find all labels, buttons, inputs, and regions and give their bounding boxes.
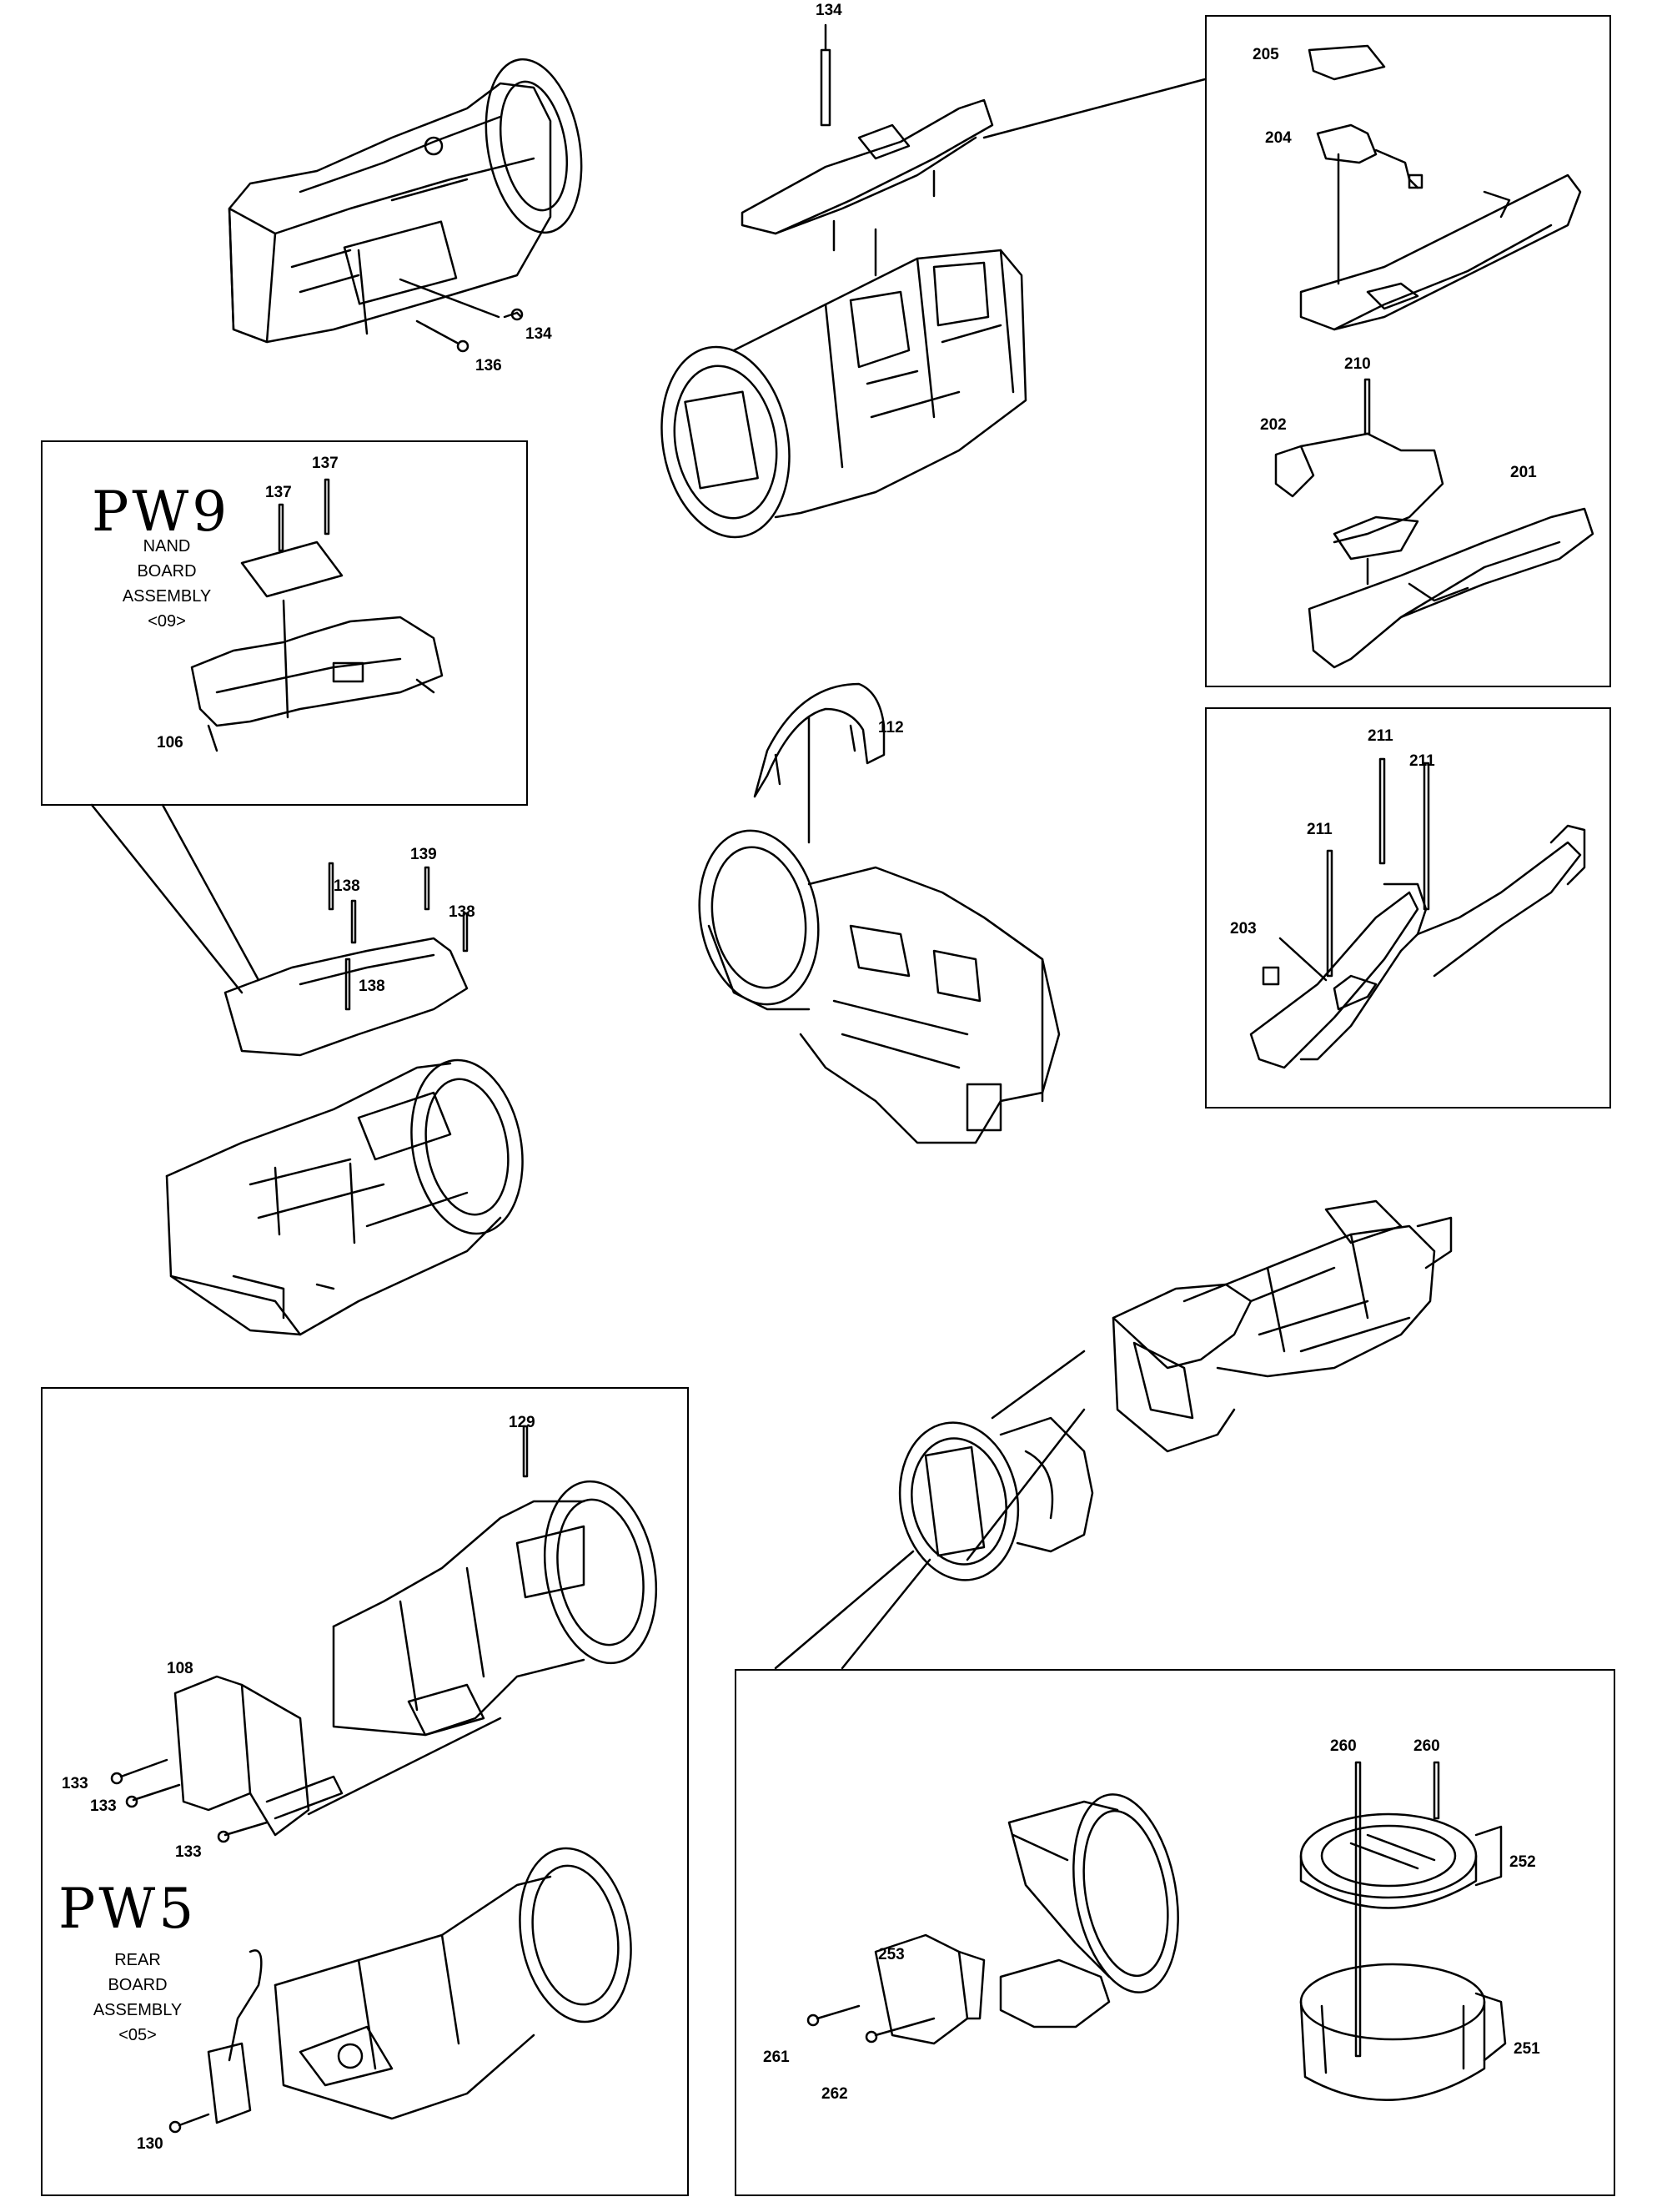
pw9-caption: NAND BOARD ASSEMBLY <09> [108,534,225,634]
part-label-260-b: 260 [1413,1737,1440,1755]
nand-board-detail [190,478,444,752]
detail-box-nand-board [41,440,528,806]
part-label-210: 210 [1344,355,1371,373]
part-label-204: 204 [1265,129,1292,147]
part-label-137-a: 137 [312,455,339,472]
part-label-130: 130 [137,2135,163,2153]
part-label-201: 201 [1510,464,1537,481]
pw5-caption-line2: BOARD [108,1976,168,1994]
part-label-211-b: 211 [1409,752,1435,770]
part-label-211-c: 211 [1307,821,1333,838]
part-label-205: 205 [1253,46,1279,63]
part-label-134: 134 [525,325,552,343]
part-label-202: 202 [1260,416,1287,434]
pw5-caption-line4: <05> [118,2026,157,2044]
pw9-caption-line4: <09> [148,612,186,631]
pw5-caption: REAR BOARD ASSEMBLY <05> [79,1948,196,2048]
pw5-caption-line3: ASSEMBLY [93,2001,183,2019]
pw5-handwritten-label: PW5 [58,1877,198,1941]
part-label-138-a: 138 [334,877,360,895]
part-label-138-b: 138 [449,903,475,921]
detail-box-side-cover [1205,707,1611,1109]
top-cover-assembly-center [741,23,994,252]
pw9-caption-line3: ASSEMBLY [122,587,212,606]
camera-body-center [698,829,1061,1144]
rear-board-detail [110,1425,658,2134]
camera-body-lower-right [898,1199,1453,1581]
part-label-134-top: 134 [816,2,842,19]
side-cover-detail [1249,757,1586,1069]
part-label-251: 251 [1514,2040,1540,2058]
part-label-136: 136 [475,357,502,375]
camera-body-mid-left [165,862,524,1336]
pw9-handwritten-label: PW9 [92,480,231,544]
leader-top-cover [982,78,1207,139]
part-label-260-a: 260 [1330,1737,1357,1755]
screw-marks [399,278,524,353]
part-label-211-a: 211 [1368,727,1393,745]
leader-nand-2 [161,803,260,982]
pw5-caption-line1: REAR [114,1951,161,1969]
pw9-caption-line2: BOARD [137,562,197,581]
part-label-139: 139 [410,846,437,863]
part-label-252: 252 [1509,1853,1536,1871]
detail-box-lens-ring [735,1669,1615,2196]
part-112-ring [753,682,886,798]
part-label-137-b: 137 [265,484,292,501]
part-label-261: 261 [763,2049,790,2066]
part-label-262: 262 [821,2085,848,2103]
leader-lens-2 [841,1558,931,1670]
detail-box-rear-board [41,1387,689,2196]
part-label-203: 203 [1230,920,1257,938]
part-label-129: 129 [509,1414,535,1431]
part-label-133-a: 133 [62,1775,88,1792]
part-label-133-b: 133 [90,1797,117,1815]
leader-lens-1 [774,1550,915,1670]
leader-nand-1 [90,803,244,994]
part-label-106: 106 [157,734,183,752]
part-label-108: 108 [167,1660,193,1677]
part-label-253: 253 [878,1946,905,1963]
pw9-caption-line1: NAND [143,537,191,556]
camera-body-top-left [228,58,583,344]
detail-box-top-cover [1205,15,1611,687]
top-cover-detail [1274,44,1594,669]
camera-body-center-top [660,228,1027,539]
part-label-138-c: 138 [359,978,385,995]
part-label-133-c: 133 [175,1843,202,1861]
lens-ring-detail [806,1761,1507,2101]
part-label-112: 112 [878,719,904,736]
